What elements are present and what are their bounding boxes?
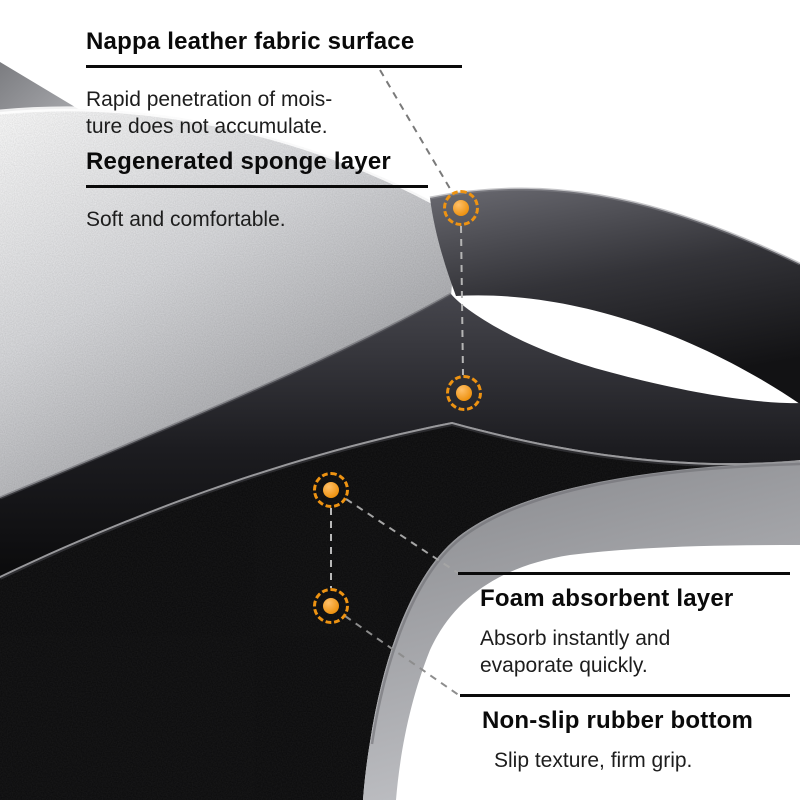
- leader-line-nappa: [379, 69, 453, 193]
- label-nappa-leather: Nappa leather fabric surface Rapid penet…: [86, 28, 462, 140]
- fabric-top-shadow-band: [430, 188, 800, 404]
- leader-line-rubber: [344, 615, 461, 697]
- label-description: Absorb instantly and evaporate quickly.: [458, 625, 790, 680]
- label-title: Nappa leather fabric surface: [86, 28, 462, 68]
- label-desc-line: ture does not accumulate.: [86, 114, 328, 138]
- label-title: Non-slip rubber bottom: [460, 694, 790, 735]
- label-title: Foam absorbent layer: [458, 572, 790, 613]
- label-description: Rapid penetration of mois- ture does not…: [86, 86, 462, 141]
- label-regenerated-sponge: Regenerated sponge layer Soft and comfor…: [86, 148, 428, 233]
- layer-marker-foam: [313, 472, 349, 508]
- label-foam-absorbent: Foam absorbent layer Absorb instantly an…: [458, 572, 790, 679]
- sponge-layer: [0, 294, 800, 576]
- leader-line-foam: [345, 498, 459, 574]
- layer-marker-fabric: [443, 190, 479, 226]
- label-description: Soft and comfortable.: [86, 206, 428, 233]
- label-desc-line: Slip texture, firm grip.: [494, 748, 693, 772]
- marker-dot-icon: [456, 385, 472, 401]
- label-nonslip-rubber: Non-slip rubber bottom Slip texture, fir…: [460, 694, 790, 774]
- marker-dot-icon: [453, 200, 469, 216]
- label-desc-line: Soft and comfortable.: [86, 207, 286, 231]
- layer-marker-rubber: [313, 588, 349, 624]
- marker-dot-icon: [323, 598, 339, 614]
- rubber-bottom-layer: [363, 462, 800, 800]
- label-description: Slip texture, firm grip.: [460, 747, 790, 774]
- label-title: Regenerated sponge layer: [86, 148, 428, 188]
- marker-dot-icon: [323, 482, 339, 498]
- label-desc-line: Rapid penetration of mois-: [86, 87, 333, 111]
- label-desc-line: evaporate quickly.: [480, 653, 648, 677]
- layer-marker-sponge: [446, 375, 482, 411]
- label-desc-line: Absorb instantly and: [480, 626, 671, 650]
